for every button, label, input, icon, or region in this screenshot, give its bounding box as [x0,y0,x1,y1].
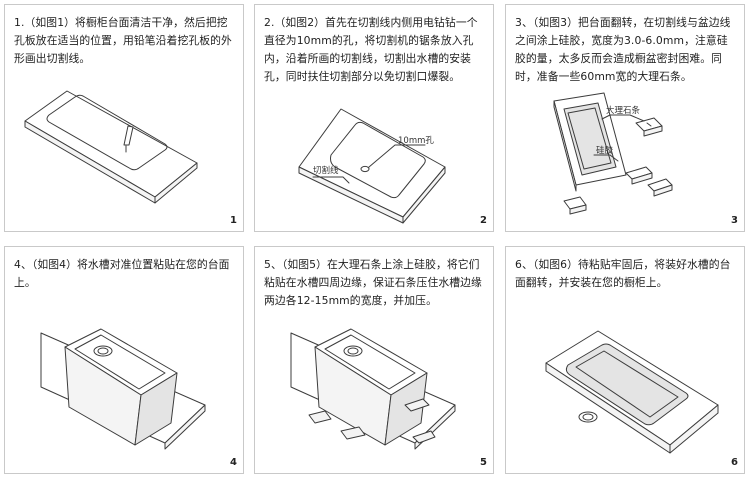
drain-icon [93,345,113,357]
step-1-text: 1.（如图1）将橱柜台面清洁干净，然后把挖孔板放在适当的位置，用铅笔沿着挖孔板的… [14,16,232,65]
drain-icon [578,411,598,423]
step-5-text: 5、（如图5）在大理石条上涂上硅胶，将它们粘贴在水槽四周边缘，保证石条压住水槽边… [264,258,482,307]
step-2-text: 2.（如图2）首先在切割线内侧用电钻钻一个直径为10mm的孔，将切割机的锯条放入… [264,16,478,83]
marble-label: 大理石条 [606,105,641,116]
hole-label: 10mm孔 [398,136,434,146]
drill-hole-icon [360,165,370,173]
step-panel-6: 6、（如图6）待粘贴牢固后，将装好水槽的台面翻转，并安装在您的橱柜上。 6 [505,246,745,474]
step-4-number: 4 [230,457,237,468]
step-6-text: 6、（如图6）待粘贴牢固后，将装好水槽的台面翻转，并安装在您的橱柜上。 [515,258,731,289]
marble-strip [340,426,366,440]
step-2-number: 2 [480,215,487,226]
step-4-text: 4、（如图4）将水槽对准位置粘贴在您的台面上。 [14,258,230,289]
drain-icon [343,345,363,357]
step-1-drawing [24,90,198,204]
marble-strip [308,410,332,424]
step-panel-4: 4、（如图4）将水槽对准位置粘贴在您的台面上。 4 [4,246,244,474]
step-3-drawing: 大理石条 硅胶 [553,92,673,215]
step-4-drawing [40,328,206,450]
cut-line-label: 切割线 [313,165,339,176]
step-6-number: 6 [731,457,738,468]
step-5-drawing [290,328,456,450]
silicone-label: 硅胶 [596,145,614,156]
step-3-text: 3、（如图3）把台面翻转，在切割线与盆边线之间涂上硅胶，宽度为3.0-6.0mm… [515,16,731,83]
step-panel-2: 2.（如图2）首先在切割线内侧用电钻钻一个直径为10mm的孔，将切割机的锯条放入… [254,4,494,232]
step-3-number: 3 [731,215,738,226]
step-panel-1: 1.（如图1）将橱柜台面清洁干净，然后把挖孔板放在适当的位置，用铅笔沿着挖孔板的… [4,4,244,232]
step-6-drawing [545,330,719,454]
step-panel-5: 5、（如图5）在大理石条上涂上硅胶，将它们粘贴在水槽四周边缘，保证石条压住水槽边… [254,246,494,474]
step-1-number: 1 [230,215,237,226]
step-2-drawing: 10mm孔 切割线 [298,108,446,224]
step-panel-3: 3、（如图3）把台面翻转，在切割线与盆边线之间涂上硅胶，宽度为3.0-6.0mm… [505,4,745,232]
marble-strip [412,430,436,444]
marble-strip [404,398,430,412]
step-5-number: 5 [480,457,487,468]
